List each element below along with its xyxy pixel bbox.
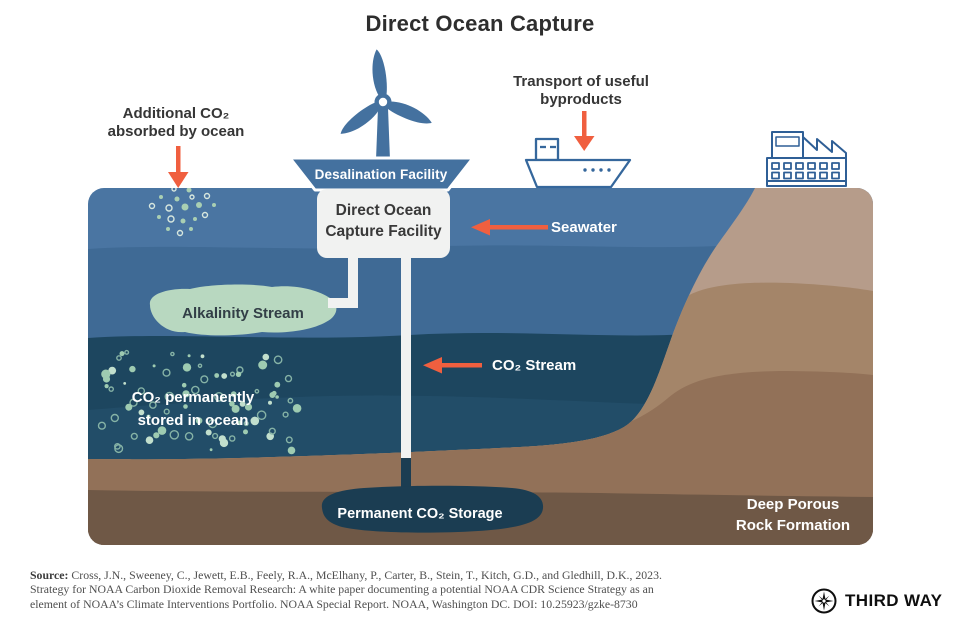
third-way-compass-icon — [810, 587, 838, 615]
wind-turbine-icon — [337, 49, 434, 160]
label-desalination-facility: Desalination Facility — [291, 167, 471, 183]
source-line2: Strategy for NOAA Carbon Dioxide Removal… — [30, 582, 730, 596]
label-capture-facility: Direct Ocean Capture Facility — [318, 200, 449, 242]
label-alkalinity-stream: Alkalinity Stream — [153, 305, 333, 323]
factory-icon — [767, 132, 846, 186]
arrow-down-transport-icon — [574, 111, 595, 151]
label-additional-co2: Additional CO₂ absorbed by ocean — [66, 105, 286, 142]
label-transport-byproducts: Transport of useful byproducts — [471, 73, 691, 110]
arrow-down-additional-co2-icon — [168, 146, 189, 188]
label-permanent-storage: Permanent CO₂ Storage — [320, 506, 520, 524]
label-co2-stored: CO₂ permanently stored in ocean — [93, 386, 293, 432]
page-title: Direct Ocean Capture — [0, 11, 960, 37]
source-citation: Source: Cross, J.N., Sweeney, C., Jewett… — [30, 568, 730, 611]
logo-text: THIRD WAY — [845, 591, 942, 611]
label-seawater: Seawater — [551, 219, 617, 237]
source-line3: element of NOAA’s Climate Interventions … — [30, 597, 730, 611]
label-deep-porous-rock: Deep Porous Rock Formation — [693, 494, 893, 536]
co2-pipe — [401, 256, 411, 458]
third-way-logo: THIRD WAY — [810, 587, 942, 615]
source-label: Source: — [30, 568, 68, 582]
cargo-ship-icon — [526, 139, 630, 187]
label-co2-stream: CO₂ Stream — [492, 357, 576, 375]
source-line1: Cross, J.N., Sweeney, C., Jewett, E.B., … — [68, 568, 661, 582]
